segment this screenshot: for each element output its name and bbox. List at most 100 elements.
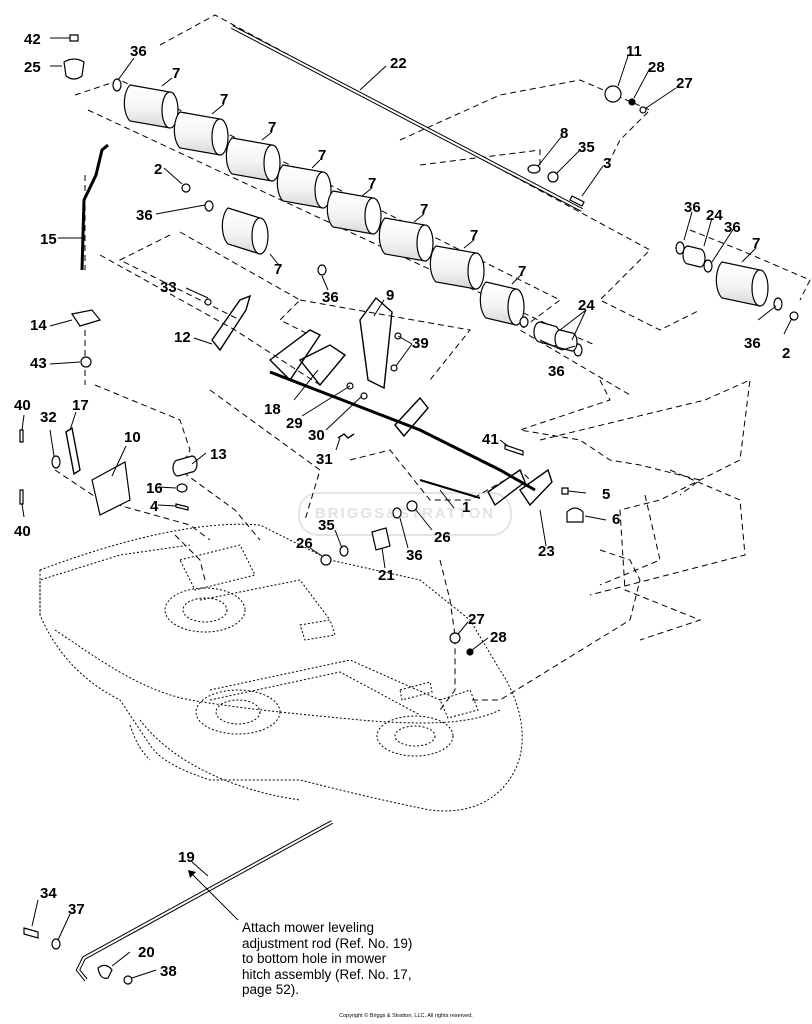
callout-39: 39 bbox=[412, 335, 429, 352]
bolt-40 bbox=[19, 489, 24, 505]
pin-38 bbox=[123, 975, 133, 985]
washer-37 bbox=[51, 938, 61, 950]
spacer-24 bbox=[682, 245, 706, 268]
note-line: to bottom hole in mower bbox=[242, 951, 387, 966]
nut-26 bbox=[320, 554, 332, 566]
callout-40: 40 bbox=[14, 523, 31, 540]
clamp-6 bbox=[566, 507, 584, 523]
nut-27 bbox=[449, 632, 461, 644]
callout-16: 16 bbox=[146, 480, 163, 497]
note-line: hitch assembly (Ref. No. 17, bbox=[242, 966, 412, 982]
callout-4: 4 bbox=[150, 498, 159, 515]
clip-2 bbox=[181, 183, 191, 193]
nut-30 bbox=[360, 392, 368, 400]
instruction-note: Attach mower leveling adjustment rod (Re… bbox=[242, 920, 462, 998]
callout-23: 23 bbox=[538, 543, 555, 560]
plate-9 bbox=[359, 296, 393, 390]
washer-36 bbox=[392, 507, 402, 519]
callout-26: 26 bbox=[434, 529, 451, 546]
bolt-4 bbox=[175, 503, 189, 511]
bracket-18 bbox=[268, 329, 322, 382]
roller-7 bbox=[715, 261, 769, 307]
callout-7: 7 bbox=[420, 201, 428, 218]
bolt-41 bbox=[504, 444, 524, 456]
callout-38: 38 bbox=[160, 963, 177, 980]
knob-11 bbox=[604, 85, 622, 103]
roller-row bbox=[123, 84, 769, 326]
roller-7 bbox=[479, 281, 525, 326]
note-line: Attach mower leveling bbox=[242, 920, 375, 935]
note-line: adjustment rod (Ref. No. 19) bbox=[242, 935, 413, 951]
shaft-rod-22 bbox=[231, 25, 583, 212]
washer-16 bbox=[176, 483, 188, 493]
callout-5: 5 bbox=[602, 486, 610, 503]
callout-7: 7 bbox=[752, 235, 760, 252]
callout-42: 42 bbox=[24, 31, 41, 48]
callout-36: 36 bbox=[136, 207, 153, 224]
nut-28 bbox=[466, 648, 474, 656]
washer-8 bbox=[527, 164, 541, 174]
callout-35: 35 bbox=[578, 139, 595, 156]
callout-7: 7 bbox=[318, 147, 326, 164]
callout-29: 29 bbox=[286, 415, 303, 432]
note-line: page 52). bbox=[242, 982, 300, 997]
arm bbox=[394, 396, 429, 438]
washer-36 bbox=[675, 241, 685, 255]
callout-36: 36 bbox=[406, 547, 423, 564]
callout-31: 31 bbox=[316, 451, 333, 468]
callout-14: 14 bbox=[30, 317, 47, 334]
callout-17: 17 bbox=[72, 397, 89, 414]
callout-36: 36 bbox=[724, 219, 741, 236]
callout-labels: 42 25 36 7 7 7 7 7 7 7 7 7 22 11 28 27 8… bbox=[14, 31, 790, 980]
callout-28: 28 bbox=[648, 59, 665, 76]
rod-1 bbox=[419, 479, 481, 499]
callout-30: 30 bbox=[308, 427, 325, 444]
callout-36: 36 bbox=[744, 335, 761, 352]
callout-13: 13 bbox=[210, 446, 227, 463]
hardware bbox=[19, 34, 799, 985]
bolt-3 bbox=[569, 195, 585, 207]
callout-24: 24 bbox=[706, 207, 723, 224]
callout-19: 19 bbox=[178, 849, 195, 866]
callout-7: 7 bbox=[518, 263, 526, 280]
callout-36: 36 bbox=[684, 199, 701, 216]
clip-20 bbox=[97, 964, 113, 979]
washer-36 bbox=[703, 259, 713, 273]
callout-32: 32 bbox=[40, 409, 57, 426]
lift-rod-15 bbox=[80, 143, 109, 271]
washer-36 bbox=[339, 545, 349, 557]
bolt-33 bbox=[204, 298, 212, 306]
callout-7: 7 bbox=[368, 175, 376, 192]
callout-37: 37 bbox=[68, 901, 85, 918]
washer-32 bbox=[51, 455, 61, 469]
callout-34: 34 bbox=[40, 885, 57, 902]
arm-23 bbox=[487, 468, 526, 507]
roller-7 bbox=[123, 84, 179, 129]
callout-21: 21 bbox=[378, 567, 395, 584]
callout-26: 26 bbox=[296, 535, 313, 552]
callout-25: 25 bbox=[24, 59, 41, 76]
callout-27: 27 bbox=[676, 75, 693, 92]
callout-12: 12 bbox=[174, 329, 191, 346]
arm-23 bbox=[519, 468, 553, 507]
callout-33: 33 bbox=[160, 279, 177, 296]
washer-36 bbox=[519, 316, 529, 328]
bolt-5 bbox=[561, 487, 569, 495]
callout-41: 41 bbox=[482, 431, 499, 448]
callout-10: 10 bbox=[124, 429, 141, 446]
washer-36 bbox=[204, 200, 214, 212]
callout-24: 24 bbox=[578, 297, 595, 314]
leader-lines bbox=[21, 37, 793, 979]
lever-12 bbox=[211, 294, 252, 352]
callout-43: 43 bbox=[30, 355, 47, 372]
callout-7: 7 bbox=[172, 65, 180, 82]
callout-36: 36 bbox=[548, 363, 565, 380]
bushing-13 bbox=[172, 455, 198, 477]
callout-7: 7 bbox=[470, 227, 478, 244]
roller-7 bbox=[326, 190, 382, 235]
callout-28: 28 bbox=[490, 629, 507, 646]
washer-35 bbox=[547, 171, 559, 183]
callout-6: 6 bbox=[612, 511, 620, 528]
callout-18: 18 bbox=[264, 401, 281, 418]
